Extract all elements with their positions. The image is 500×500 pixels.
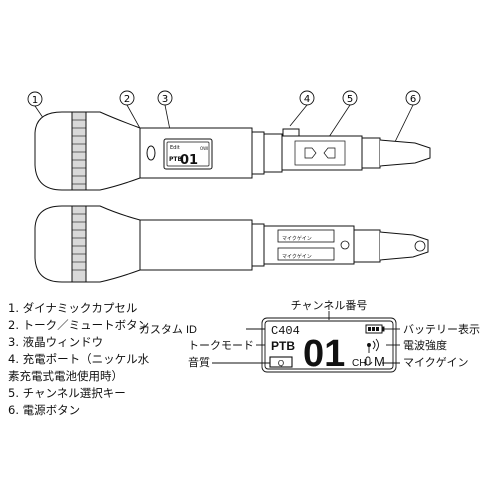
callout-4: 4 [289, 90, 315, 127]
battery-label: バッテリー表示 [403, 322, 480, 336]
channel-number-label: チャンネル番号 [291, 299, 368, 312]
grille-ring [71, 111, 87, 191]
battery-cell-upper [277, 229, 335, 243]
legend-item-lcd: 3. 液晶ウィンドウ [8, 335, 104, 349]
legend-item-capsule: 1. ダイナミックカプセル [8, 301, 138, 315]
microphone-drawing: 1 2 3 4 5 6 [27, 90, 431, 283]
callout-5: 5 [326, 90, 358, 141]
svg-text:PTB: PTB [169, 156, 182, 163]
dynamic-capsule [34, 111, 73, 191]
microphone-rear: マイクゲイン マイクゲイン [34, 205, 429, 283]
talk-mode-label: トークモード [188, 339, 254, 352]
lcd-ch: CH [352, 358, 366, 369]
svg-text:3: 3 [162, 94, 168, 105]
svg-text:4: 4 [304, 94, 310, 105]
legend-item-channel-key: 5. チャンネル選択キー [8, 386, 126, 400]
svg-text:マイクゲイン: マイクゲイン [282, 253, 312, 260]
battery-icon [365, 324, 383, 334]
lcd-custom-id: C404 [271, 324, 300, 338]
mic-gain-icon [363, 356, 373, 366]
svg-text:2: 2 [124, 94, 130, 105]
gain-label: マイクゲイン [403, 356, 469, 369]
lcd-outer-frame [261, 317, 397, 373]
svg-text:01: 01 [180, 153, 198, 168]
talk-mute-button [146, 145, 156, 161]
svg-text:Edit: Edit [170, 145, 180, 151]
svg-text:マイクゲイン: マイクゲイン [282, 235, 312, 242]
svg-text:1: 1 [32, 95, 38, 106]
lcd-inner-frame [264, 320, 394, 370]
battery-cell-lower [277, 247, 335, 261]
quality-box [269, 356, 293, 368]
microphone-front: Edit PTB 01 OWI [34, 111, 431, 191]
legend-item-power: 6. 電源ボタン [8, 403, 81, 417]
lcd-talk-mode: PTB [271, 339, 295, 353]
antenna-tail [379, 139, 431, 167]
svg-text:OWI: OWI [200, 146, 208, 151]
signal-strength-icon [367, 338, 379, 353]
lcd-channel: 01 [303, 333, 345, 375]
svg-text:5: 5 [347, 94, 353, 105]
legend-item-charge-port: 4. 充電ポート（ニッケル水 [8, 352, 150, 366]
legend-item-charge-port-cont: 素充電式電池使用時） [8, 369, 123, 383]
sound-quality-label: 音質 [188, 355, 210, 369]
legend-item-talk-mute: 2. トーク／ミュートボタン [8, 318, 150, 332]
charge-port [282, 128, 300, 137]
lcd-gain: M [374, 354, 385, 369]
svg-text:6: 6 [410, 94, 416, 105]
signal-label: 電波強度 [403, 338, 447, 352]
callout-6: 6 [391, 90, 421, 149]
lcd-quality: Q [278, 359, 284, 368]
